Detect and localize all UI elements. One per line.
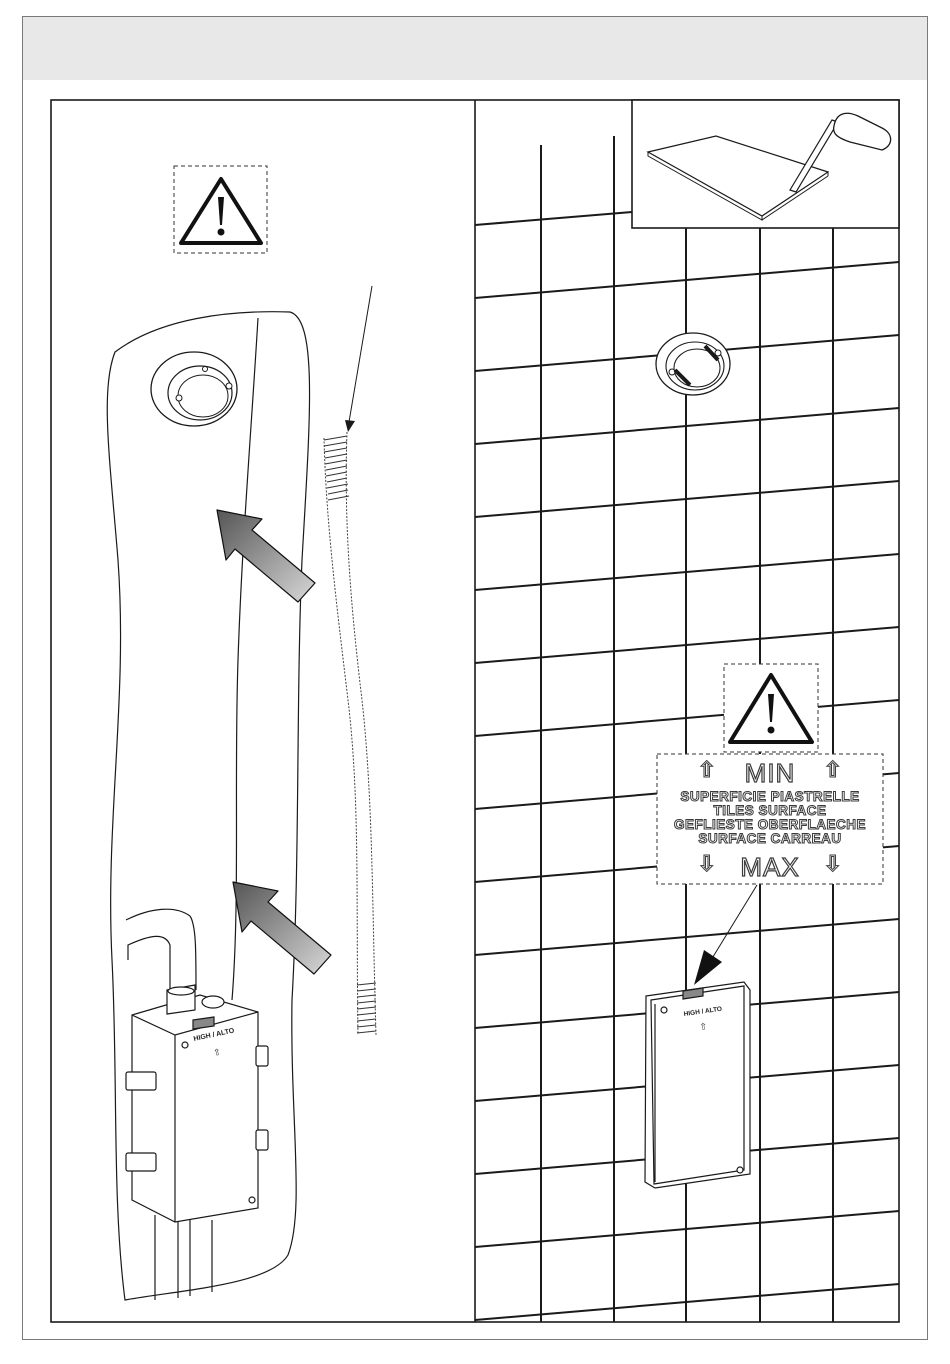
tile-label-min: MIN: [730, 758, 810, 789]
warning-icon: [174, 166, 267, 253]
tile-label-arrow-up-right: ⇧: [818, 758, 848, 783]
tile-label-line-4: SURFACE CARREAU: [659, 832, 881, 846]
tile-label-line-1: SUPERFICIE PIASTRELLE: [659, 790, 881, 804]
conduit-end-bottom: [357, 983, 376, 1033]
tile-label-max: MAX: [726, 852, 814, 883]
tile-label-line-2: TILES SURFACE: [659, 804, 881, 818]
warning-icon-right: [724, 664, 818, 752]
tile-label-arrow-down-right: ⇩: [818, 852, 848, 877]
plaster-trowel-icon: [632, 100, 899, 228]
tile-label-arrow-down-left: ⇩: [692, 852, 722, 877]
junction-box-right-arrow: ⇧: [699, 1022, 708, 1033]
flush-box-right: [656, 333, 730, 395]
conduit-end-top: [324, 436, 349, 500]
conduit-icon: [324, 432, 376, 1035]
insert-arrow-bottom: [233, 882, 331, 974]
insert-arrow-top: [217, 510, 315, 602]
junction-box-left: [126, 985, 268, 1222]
tile-label-arrow-up-left: ⇧: [692, 758, 722, 783]
tile-label-line-3: GEFLIESTE OBERFLAECHE: [659, 818, 881, 832]
conduit-pointer: [345, 286, 372, 432]
flush-box-icon: [151, 352, 237, 426]
